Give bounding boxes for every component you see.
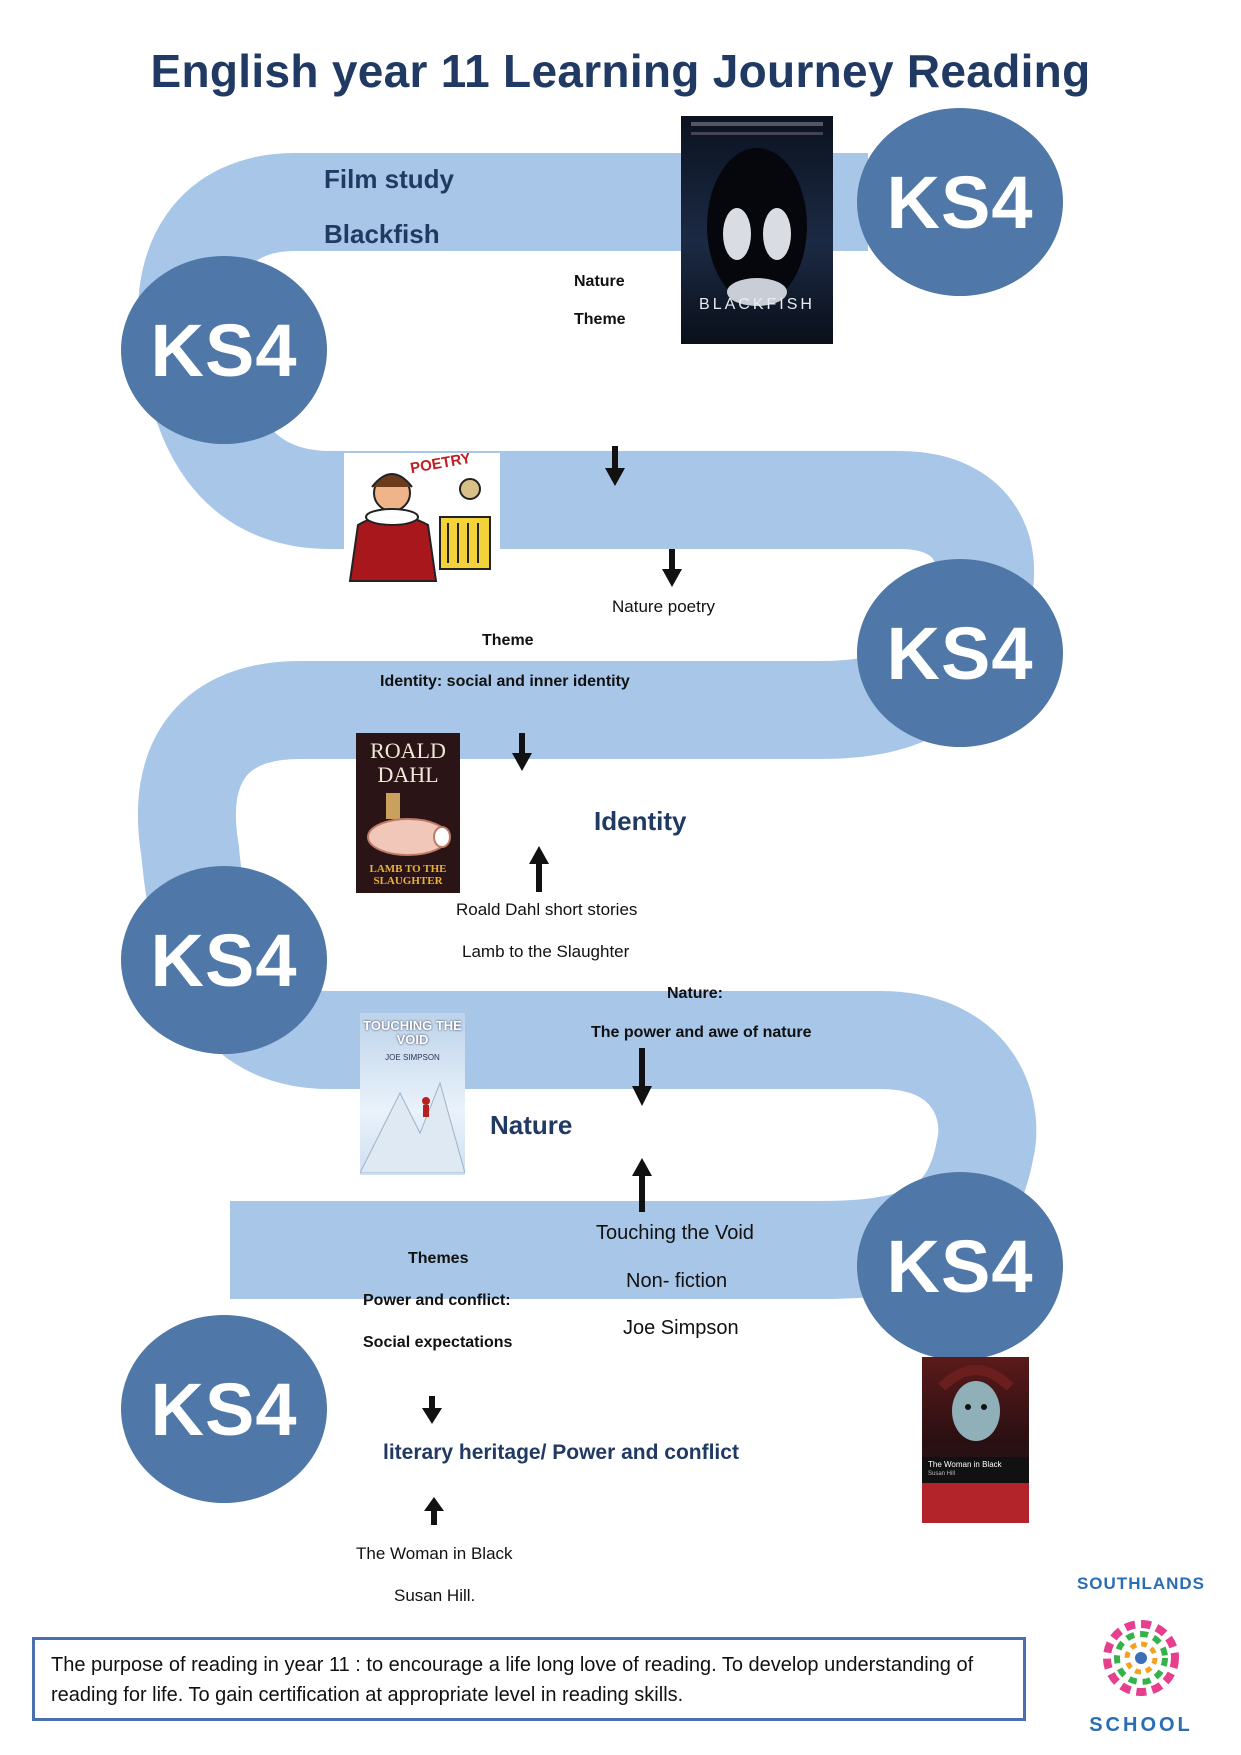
ks4-badge-1: KS4 (857, 108, 1063, 296)
climber-icon (360, 1081, 465, 1173)
touching-void-cover-title: TOUCHING THE VOID (363, 1018, 462, 1047)
woman-in-black-cover-author: Susan Hill (928, 1471, 956, 1477)
logo-text-bottom: SCHOOL (1089, 1714, 1193, 1736)
arrow-down-icon (422, 1396, 442, 1424)
ks4-badge-5: KS4 (857, 1172, 1063, 1360)
blackfish-cover-title: BLACKFISH (699, 296, 815, 313)
film-study-label: Film study (324, 164, 455, 194)
arrow-down-icon (662, 549, 682, 587)
stage1-theme-label: Theme (574, 311, 626, 328)
school-logo-icon: SOUTHLANDS SCHOOL (1060, 1572, 1222, 1742)
stage1-theme-value: Nature (574, 273, 625, 290)
arrow-up-icon (632, 1158, 652, 1212)
touching-void-cover: TOUCHING THE VOID JOE SIMPSON (360, 1013, 465, 1175)
arrow-down-icon (605, 446, 625, 486)
lamb-cover-title: LAMB TO THE SLAUGHTER (369, 863, 447, 887)
poet-cartoon-icon (348, 473, 491, 582)
stage2-theme-label: Theme (482, 632, 534, 649)
woman-in-black-cover-title: The Woman in Black (928, 1460, 1002, 1469)
literary-heritage-heading: literary heritage/ Power and conflict (383, 1441, 739, 1464)
roald-dahl-author: ROALD DAHL (370, 738, 446, 787)
school-logo-graphic (1103, 1620, 1179, 1696)
ks4-badge-3: KS4 (857, 559, 1063, 747)
face-illustration-icon (938, 1365, 1014, 1441)
lamb-slaughter-label: Lamb to the Slaughter (462, 942, 630, 961)
roald-dahl-cover: ROALD DAHL LAMB TO THE SLAUGHTER (356, 733, 460, 893)
stage4-theme-value-2: Social expectations (363, 1334, 513, 1351)
nature-poetry-label: Nature poetry (612, 597, 715, 616)
susan-hill-label: Susan Hill. (394, 1586, 476, 1605)
touching-void-label: Touching the Void (596, 1222, 754, 1244)
ks4-badge-2: KS4 (121, 256, 327, 444)
arrow-up-icon (529, 846, 549, 892)
touching-void-cover-author: JOE SIMPSON (385, 1053, 440, 1062)
blackfish-label: Blackfish (324, 219, 440, 249)
non-fiction-label: Non- fiction (626, 1270, 728, 1292)
roald-dahl-label: Roald Dahl short stories (456, 900, 638, 919)
purpose-statement: The purpose of reading in year 11 : to e… (32, 1637, 1026, 1721)
woman-in-black-cover: The Woman in Black Susan Hill (922, 1357, 1029, 1523)
stage2-theme-value: Identity: social and inner identity (380, 673, 630, 690)
logo-text-top: SOUTHLANDS (1076, 1574, 1206, 1593)
stage3-theme-label: Nature: (667, 985, 724, 1002)
stage4-theme-value-1: Power and conflict: (363, 1292, 511, 1309)
stage3-theme-value: The power and awe of nature (591, 1024, 812, 1041)
arrow-down-icon (632, 1048, 652, 1106)
nature-heading: Nature (490, 1110, 573, 1140)
ks4-badge-4: KS4 (121, 866, 327, 1054)
identity-heading: Identity (594, 806, 687, 836)
arrow-down-icon (512, 733, 532, 771)
poetry-illustration: POETRY (344, 453, 500, 583)
ks4-badge-6: KS4 (121, 1315, 327, 1503)
blackfish-poster: BLACKFISH (681, 116, 833, 344)
stage4-theme-label: Themes (408, 1250, 469, 1267)
lamb-leg-icon (367, 793, 451, 856)
arrow-up-icon (424, 1497, 444, 1525)
woman-in-black-label: The Woman in Black (356, 1544, 513, 1563)
page-title: English year 11 Learning Journey Reading (150, 45, 1091, 97)
orca-icon (691, 122, 823, 306)
joe-simpson-label: Joe Simpson (623, 1317, 739, 1339)
